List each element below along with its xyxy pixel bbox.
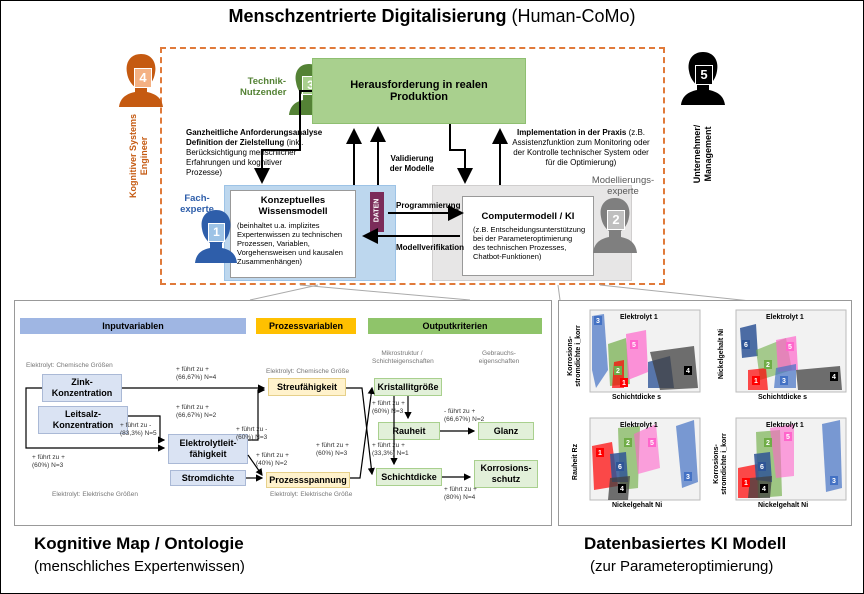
- plot-1-ylabel: Korrosions-stromdichte i_korr: [567, 325, 582, 387]
- node-zink: Zink- Konzentration: [42, 374, 122, 402]
- edge-label-3: + führt zu - (83,3%) N=5: [120, 422, 157, 437]
- svg-text:5: 5: [632, 342, 636, 349]
- edge-label-9: - führt zu + (66,67%) N=2: [444, 408, 485, 423]
- caption-use: Gebrauchs-eigenschaften: [478, 350, 520, 365]
- edge-label-11: + führt zu + (80%) N=4: [444, 486, 477, 501]
- svg-text:3: 3: [596, 318, 600, 325]
- header-input: Inputvariablen: [20, 318, 246, 334]
- modeler-label: Modellierungs-experte: [591, 175, 655, 197]
- role-number-5: 5: [695, 65, 713, 85]
- plot-4-title: Elektrolyt 1: [766, 422, 804, 429]
- edge-label-10: + führt zu + (33,3%) N=1: [372, 442, 409, 457]
- svg-text:3: 3: [782, 378, 786, 385]
- svg-text:4: 4: [620, 486, 624, 493]
- role-number-1: 1: [208, 223, 225, 242]
- svg-text:4: 4: [832, 374, 836, 381]
- user-label: Technik-Nutzender: [240, 76, 287, 98]
- edge-label-2: + führt zu + (66,67%) N=2: [176, 404, 217, 419]
- caption-chem: Elektrolyt: Chemische Größen: [26, 362, 113, 369]
- plot-4-xlabel: Nickelgehalt Ni: [758, 502, 809, 509]
- plot-1-title: Elektrolyt 1: [620, 314, 658, 321]
- svg-text:5: 5: [788, 344, 792, 351]
- computer-inner: Computermodell / KI (z.B. Entscheidungsu…: [462, 196, 594, 276]
- plot-3-title: Elektrolyt 1: [620, 422, 658, 429]
- plot-2-xlabel: Schichtdicke s: [758, 394, 808, 401]
- analysis-annotation: Ganzheitliche Anforderungsanalyse Defini…: [186, 128, 323, 177]
- svg-text:2: 2: [616, 368, 620, 375]
- footer-right-title: Datenbasiertes KI Modell: [584, 534, 787, 553]
- svg-text:2: 2: [766, 440, 770, 447]
- footer-left-title: Kognitive Map / Ontologie: [34, 534, 244, 553]
- caption-micro: Mikrostruktur /Schichteigenschaften: [372, 350, 434, 365]
- plot-4: 1 2 5 6 4 3: [735, 417, 847, 501]
- plot-3: 1 2 5 6 4 3: [589, 417, 701, 501]
- plot-1: 3 2 5 1 4: [589, 309, 701, 393]
- plot-1-xlabel: Schichtdicke s: [612, 394, 662, 401]
- edge-label-8: + führt zu + (60%) N=3: [372, 400, 405, 415]
- edge-label-5: + führt zu - (60%) N=3: [236, 426, 268, 441]
- footer-right-subtitle: (zur Parameteroptimierung): [590, 558, 774, 575]
- plot-4-ylabel: Korrosions-stromdichte i_korr: [713, 433, 728, 495]
- edge-label-6: + führt zu + (40%) N=2: [256, 452, 289, 467]
- role-number-4: 4: [134, 68, 152, 88]
- role-number-2: 2: [607, 210, 625, 230]
- svg-text:1: 1: [754, 378, 758, 385]
- plot-3-ylabel: Rauheit Rz: [572, 443, 579, 481]
- svg-text:5: 5: [786, 434, 790, 441]
- node-stromdichte: Stromdichte: [170, 470, 246, 486]
- node-streu: Streufähigkeit: [268, 378, 346, 396]
- expert-label: Fach-experte: [180, 193, 214, 215]
- verification-label: Modellverifikation: [396, 243, 465, 252]
- programming-label: Programmierung: [396, 201, 461, 210]
- node-spannung: Prozessspannung: [266, 472, 350, 488]
- caption-elec: Elektrolyt: Elektrische Größen: [52, 491, 138, 498]
- header-process: Prozessvariablen: [256, 318, 356, 334]
- human-como-frame: [160, 47, 665, 285]
- caption-elec2: Elektrolyt: Elektrische Größe: [270, 491, 353, 498]
- cognitive-map-panel: [14, 300, 552, 526]
- svg-text:2: 2: [766, 362, 770, 369]
- svg-text:1: 1: [744, 480, 748, 487]
- implementation-annotation: Implementation in der Praxis (z.B. Assis…: [512, 128, 650, 167]
- plot-2-title: Elektrolyt 1: [766, 314, 804, 321]
- page-title: Menschzentrierte Digitalisierung (Human-…: [228, 6, 636, 26]
- plot-2: 6 2 5 1 3 4: [735, 309, 847, 393]
- node-kristall: Kristallitgröße: [374, 378, 442, 396]
- svg-text:3: 3: [832, 478, 836, 485]
- edge-label-4: + führt zu + (60%) N=3: [32, 454, 65, 469]
- svg-text:4: 4: [686, 368, 690, 375]
- edge-label-7: + führt zu + (60%) N=3: [316, 442, 349, 457]
- top-arrows: [249, 90, 746, 300]
- plot-3-xlabel: Nickelgehalt Ni: [612, 502, 663, 509]
- svg-text:2: 2: [626, 440, 630, 447]
- node-leitsalz: Leitsalz- Konzentration: [38, 406, 128, 434]
- svg-text:6: 6: [744, 342, 748, 349]
- caption-chem2: Elektrolyt: Chemische Größe: [266, 368, 350, 375]
- svg-text:1: 1: [598, 450, 602, 457]
- svg-text:6: 6: [760, 464, 764, 471]
- node-korrosion: Korrosions- schutz: [474, 460, 538, 488]
- svg-text:4: 4: [762, 486, 766, 493]
- svg-text:3: 3: [686, 474, 690, 481]
- edge-label-1: + führt zu + (66,67%) N=4: [176, 366, 217, 381]
- header-output: Outputkriterien: [368, 318, 542, 334]
- svg-text:1: 1: [622, 380, 626, 387]
- svg-text:6: 6: [618, 464, 622, 471]
- cluster-plots: 3 2 5 1 4 6 2 5 1 3 4 1: [589, 309, 847, 501]
- node-schicht: Schichtdicke: [376, 468, 442, 486]
- plot-2-ylabel: Nickelgehalt Ni: [718, 328, 725, 380]
- node-glanz: Glanz: [478, 422, 534, 440]
- daten-tag: DATEN: [370, 192, 384, 232]
- node-leitfaehig: Elektrolytleit- fähigkeit: [168, 434, 248, 464]
- footer-left-subtitle: (menschliches Expertenwissen): [34, 558, 245, 575]
- svg-text:5: 5: [650, 440, 654, 447]
